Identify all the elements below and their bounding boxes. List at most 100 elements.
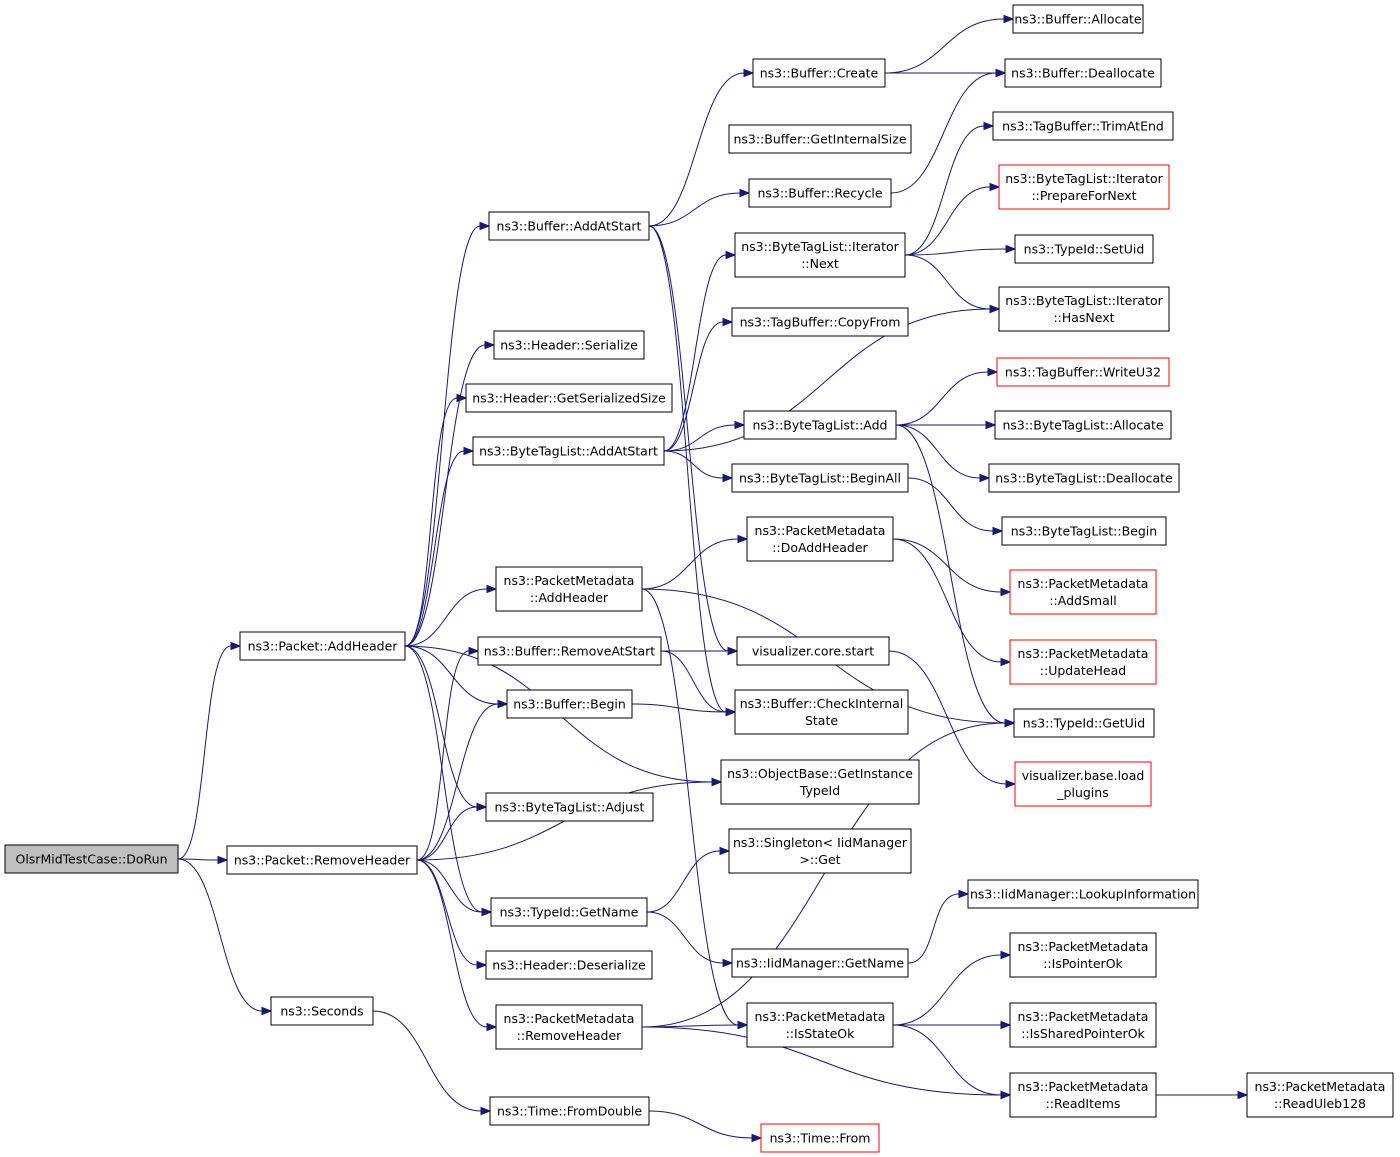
node-bytetaglist-allocate[interactable]: ns3::ByteTagList::Allocate [994,410,1172,440]
edge-line [641,588,739,1026]
edge-line [648,192,741,227]
edge-pm-isstateok-to-pm-ispointerok [892,950,1012,1026]
edge-buffer-begin-to-buffer-checkinternalstate [631,703,737,717]
node-label: ns3::PacketMetadata [755,1009,886,1024]
node-buffer-removeatstart[interactable]: ns3::Buffer::RemoveAtStart [477,636,662,666]
edge-line [416,859,483,913]
node-typeid-getuid[interactable]: ns3::TypeId::GetUid [1013,708,1155,738]
node-packet-removeheader[interactable]: ns3::Packet::RemoveHeader [226,845,418,875]
node-bytetaglist-add[interactable]: ns3::ByteTagList::Add [743,410,897,440]
node-buffer-getinternalsize[interactable]: ns3::Buffer::GetInternalSize [728,124,912,154]
edge-packet-addheader-to-pm-addheader [404,584,498,647]
node-time-from[interactable]: ns3::Time::From [760,1123,880,1153]
edge-packet-removeheader-to-buffer-removeatstart [416,646,480,861]
edge-buffer-removeatstart-to-vis-core-start [660,646,739,656]
node-buffer-addatstart[interactable]: ns3::Buffer::AddAtStart [488,211,650,241]
node-label: ::AddHeader [530,590,609,605]
node-packet-addheader[interactable]: ns3::Packet::AddHeader [239,631,406,661]
edge-arrowhead [995,68,1007,78]
node-tagbuffer-writeu32[interactable]: ns3::TagBuffer::WriteU32 [996,357,1170,387]
edge-line [404,450,465,647]
edge-arrowhead [727,646,739,656]
node-label: ns3::ByteTagList::Iterator [1005,171,1163,186]
node-box [226,845,418,875]
node-box [1246,1072,1394,1118]
node-pm-doaddheader[interactable]: ns3::PacketMetadata::DoAddHeader [746,516,894,562]
edge-line [895,424,981,479]
node-label: ns3::IidManager::LookupInformation [970,887,1196,902]
edge-arrowhead [463,446,475,456]
node-btl-iter-next[interactable]: ns3::ByteTagList::Iterator::Next [734,232,906,278]
node-box [465,383,673,413]
node-label: State [805,713,838,728]
node-typeid-getname[interactable]: ns3::TypeId::GetName [490,897,648,927]
edge-arrowhead [739,188,751,198]
edge-arrowhead [1003,14,1015,24]
node-vis-core-start[interactable]: visualizer.core.start [736,636,890,666]
node-buffer-begin[interactable]: ns3::Buffer::Begin [506,689,633,719]
node-pm-readitems[interactable]: ns3::PacketMetadata::ReadItems [1009,1072,1157,1118]
node-pm-addheader[interactable]: ns3::PacketMetadata::AddHeader [495,566,643,612]
edge-arrowhead [989,304,1001,314]
edge-line [892,538,1002,593]
node-buffer-deallocate[interactable]: ns3::Buffer::Deallocate [1004,58,1162,88]
edge-buffer-create-to-buffer-allocate [884,14,1015,74]
edge-arrowhead [983,121,995,131]
node-header-deserialize[interactable]: ns3::Header::Deserialize [485,950,653,980]
node-buffer-recycle[interactable]: ns3::Buffer::Recycle [748,178,892,208]
node-label: ns3::TypeId::SetUid [1024,242,1145,257]
node-header-getserializedsize[interactable]: ns3::Header::GetSerializedSize [465,383,673,413]
edge-arrowhead [1000,657,1012,667]
node-pm-removeheader[interactable]: ns3::PacketMetadata::RemoveHeader [495,1004,643,1050]
edge-line [907,893,960,964]
edge-line [641,1026,1002,1096]
node-vis-base-loadplugins[interactable]: visualizer.base.load_plugins [1014,761,1152,807]
node-label: ns3::Seconds [280,1004,363,1019]
node-pm-ispointerok[interactable]: ns3::PacketMetadata::IsPointerOk [1009,932,1157,978]
node-singleton-get[interactable]: ns3::Singleton< IidManager>::Get [728,828,912,874]
node-pm-addsmall[interactable]: ns3::PacketMetadata::AddSmall [1009,569,1157,615]
node-buffer-allocate[interactable]: ns3::Buffer::Allocate [1012,4,1144,34]
edge-packet-removeheader-to-buffer-begin [416,699,509,861]
node-bytetaglist-adjust[interactable]: ns3::ByteTagList::Adjust [485,792,654,822]
edge-btl-iter-next-to-tagbuffer-trimatend [904,121,995,256]
edge-packet-addheader-to-buffer-addatstart [404,221,491,647]
edge-line [904,186,991,256]
node-pm-updatehead[interactable]: ns3::PacketMetadata::UpdateHead [1009,639,1157,685]
node-pm-isstateok[interactable]: ns3::PacketMetadata::IsStateOk [746,1002,894,1048]
node-root[interactable]: OlsrMidTestCase::DoRun [4,844,179,874]
node-box [988,463,1180,493]
node-label: ns3::Singleton< IidManager [733,835,908,850]
node-tagbuffer-copyfrom[interactable]: ns3::TagBuffer::CopyFrom [731,307,909,337]
node-time-fromdouble[interactable]: ns3::Time::FromDouble [489,1096,650,1126]
edge-line [177,858,263,1012]
edge-line [904,125,985,256]
edge-pm-removeheader-to-typeid-getuid [641,718,1016,1028]
node-btl-iter-hasnext[interactable]: ns3::ByteTagList::Iterator::HasNext [998,286,1170,332]
node-bytetaglist-deallocate[interactable]: ns3::ByteTagList::Deallocate [988,463,1180,493]
edge-line [416,806,478,861]
node-btl-iter-preparefornext[interactable]: ns3::ByteTagList::Iterator::PrepareForNe… [998,164,1170,210]
edge-root-to-packet-removeheader [177,855,229,865]
node-bytetaglist-begin[interactable]: ns3::ByteTagList::Begin [1001,516,1167,546]
edge-line [663,450,724,479]
node-label: ns3::ByteTagList::Iterator [741,239,899,254]
node-typeid-setuid[interactable]: ns3::TypeId::SetUid [1014,234,1154,264]
edge-arrowhead [1000,950,1012,960]
node-tagbuffer-trimatend[interactable]: ns3::TagBuffer::TrimAtEnd [992,111,1174,141]
node-iidmanager-lookupinformation[interactable]: ns3::IidManager::LookupInformation [967,879,1199,909]
edge-line [646,850,721,913]
node-header-serialize[interactable]: ns3::Header::Serialize [493,330,645,360]
node-buffer-create[interactable]: ns3::Buffer::Create [752,58,886,88]
node-pm-readuleb128[interactable]: ns3::PacketMetadata::ReadUleb128 [1246,1072,1394,1118]
edge-bytetaglist-addatstart-to-bytetaglist-beginall [663,450,734,483]
node-bytetaglist-addatstart[interactable]: ns3::ByteTagList::AddAtStart [472,436,665,466]
node-pm-issharedpointerok[interactable]: ns3::PacketMetadata::IsSharedPointerOk [1009,1002,1157,1048]
edge-typeid-getname-to-iidmanager-getname [646,911,734,968]
node-bytetaglist-beginall[interactable]: ns3::ByteTagList::BeginAll [731,463,909,493]
node-iidmanager-getname[interactable]: ns3::IidManager::GetName [731,948,909,978]
node-seconds[interactable]: ns3::Seconds [270,996,374,1026]
edge-root-to-seconds [177,858,273,1016]
